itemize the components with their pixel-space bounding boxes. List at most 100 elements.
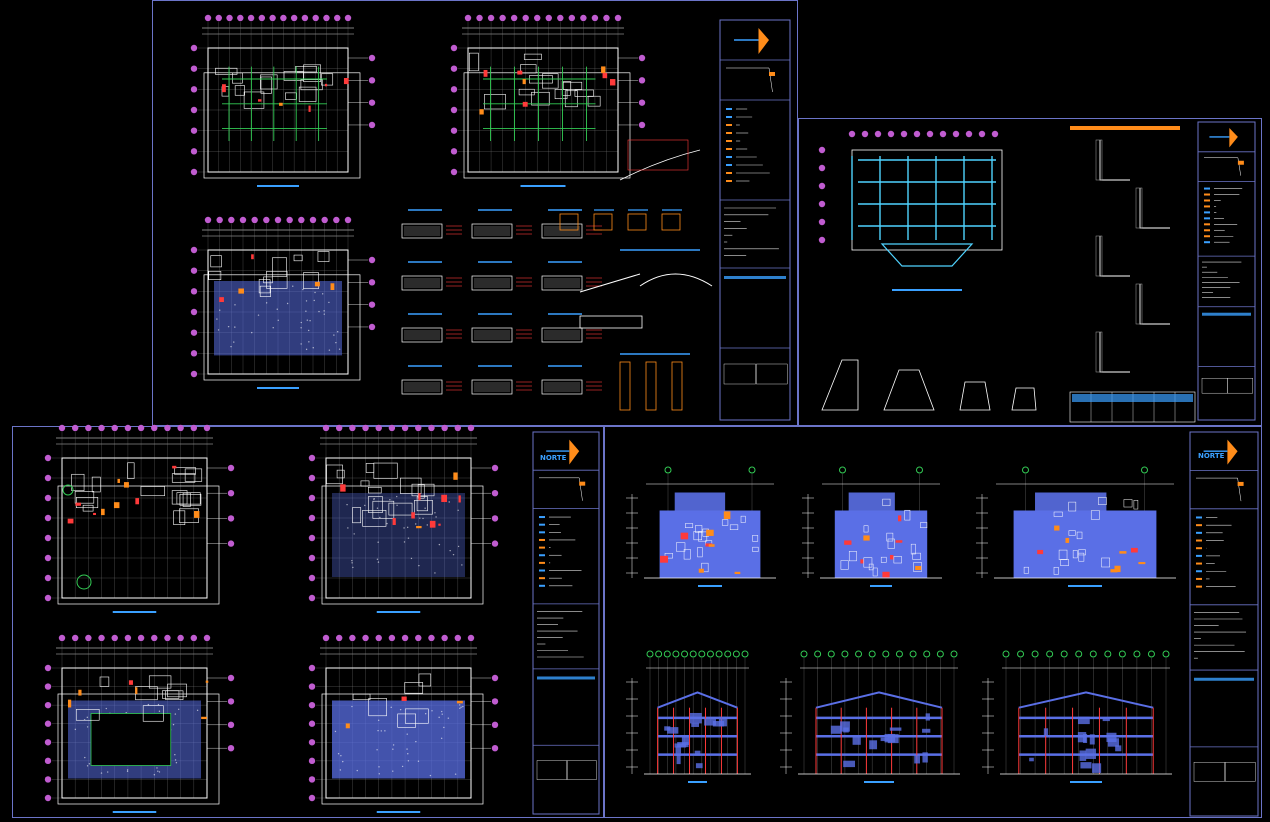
grid-bubble — [237, 14, 244, 22]
window — [1090, 510, 1100, 520]
accent-mark — [135, 687, 138, 694]
hatch-dot — [88, 763, 91, 765]
grid-bubble — [190, 168, 198, 176]
accent-mark — [257, 99, 262, 102]
grid-bubble — [251, 216, 258, 224]
grid-bubble — [454, 424, 462, 432]
accent-mark — [416, 525, 422, 529]
grid-bubble — [44, 534, 52, 542]
section-element — [1085, 748, 1096, 759]
legend-swatch — [1196, 547, 1202, 550]
grid-bubble — [706, 650, 714, 658]
hatch-dot — [377, 729, 379, 732]
grid-bubble — [190, 44, 198, 52]
section-element — [694, 750, 701, 756]
grid-bubble — [818, 236, 826, 244]
grid-bubble — [450, 65, 458, 72]
grid-bubble — [44, 776, 52, 783]
hatch-dot — [356, 769, 358, 772]
grid-bubble — [44, 794, 52, 802]
accent-mark — [483, 69, 488, 77]
foundation-sheet — [798, 118, 1262, 426]
section-element — [830, 725, 842, 734]
facade-upper — [674, 492, 726, 513]
facade-accent — [660, 555, 669, 563]
hatch-dot — [227, 325, 230, 328]
grid-bubble — [1075, 650, 1083, 658]
hatch-dot — [441, 713, 443, 715]
grid-bubble — [227, 540, 235, 547]
footing-profile — [821, 359, 859, 411]
room-outline — [127, 462, 135, 479]
grid-bubble — [368, 301, 376, 308]
hatch-dot — [429, 774, 432, 777]
hatch-dot — [86, 765, 89, 767]
grid-bubble — [603, 14, 610, 22]
hatch-dot — [377, 541, 379, 543]
grid-bubble — [44, 474, 52, 482]
detail-fill — [404, 382, 440, 392]
grid-bubble — [1162, 650, 1170, 658]
grid-bubble — [227, 674, 235, 682]
grid-bubble — [1089, 650, 1097, 658]
window — [1098, 497, 1107, 505]
hatch-dot — [403, 527, 405, 529]
facade-accent — [860, 559, 864, 564]
hatch-dot — [300, 327, 302, 329]
grid-bubble — [388, 634, 396, 642]
detail-outline — [471, 275, 513, 291]
legend-swatch — [539, 531, 545, 534]
hatch-dot — [321, 293, 324, 295]
legend-swatch — [726, 180, 732, 182]
detail-block — [541, 365, 602, 395]
window — [840, 560, 849, 570]
hatch-dot — [147, 703, 150, 706]
room-outline — [283, 71, 304, 81]
stair-detail — [619, 149, 701, 181]
accent-mark — [345, 723, 350, 729]
section-element — [1029, 757, 1034, 762]
room-outline — [520, 64, 537, 74]
window — [721, 519, 729, 526]
facade-accent — [1138, 562, 1146, 565]
hatch-dot — [401, 765, 404, 768]
grid-bubble — [190, 350, 198, 357]
room-outline — [542, 73, 559, 89]
hatch-dot — [392, 748, 394, 750]
arch-detail — [639, 273, 713, 287]
grid-bubble — [190, 424, 198, 432]
tree-symbol — [76, 574, 92, 590]
grid-bubble — [467, 424, 475, 432]
grid-bubble — [818, 218, 826, 226]
grid-bubble — [855, 650, 863, 658]
wall-outline — [61, 457, 208, 599]
grid-bubble — [895, 650, 903, 658]
grid-bubble — [591, 14, 599, 22]
window — [1023, 566, 1029, 574]
window — [1076, 531, 1083, 540]
grid-bubble — [1118, 650, 1126, 658]
grid-bubble — [415, 634, 422, 642]
grid-bubble — [227, 745, 235, 752]
grid-bubble — [991, 130, 999, 138]
room-outline — [74, 491, 95, 504]
room-outline — [243, 91, 265, 109]
floor-plan — [190, 216, 376, 389]
wall-section — [1095, 235, 1103, 277]
section-element — [719, 716, 727, 727]
floor-hatch — [332, 700, 465, 779]
grid-bubble — [308, 739, 316, 746]
grid-bubble — [308, 574, 316, 582]
grid-bubble — [428, 634, 435, 642]
section-element — [674, 743, 687, 748]
slab-detail — [579, 315, 643, 329]
room-outline — [260, 74, 278, 90]
footing-shape — [880, 243, 974, 267]
room-outline — [182, 492, 191, 507]
window — [863, 525, 869, 533]
legend-swatch — [1204, 205, 1210, 208]
grid-bubble — [375, 424, 382, 432]
legend-swatch — [1196, 516, 1202, 519]
section-element — [1080, 762, 1092, 769]
elevation-drawing — [626, 650, 751, 783]
